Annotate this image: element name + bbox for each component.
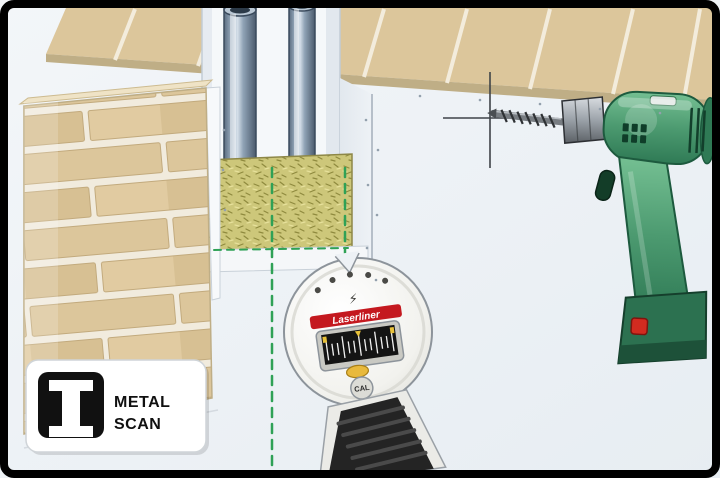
- stipple-shading: [221, 94, 662, 282]
- i-beam-icon: [38, 372, 104, 438]
- drill: [487, 90, 718, 365]
- scan-detection-lines: [213, 166, 349, 472]
- drill-chuck: [561, 96, 606, 144]
- brand-band: [309, 304, 402, 330]
- drill-top-switch: [649, 95, 677, 107]
- brick-top-face: [18, 79, 214, 105]
- drill-side-grille: [621, 123, 647, 144]
- drill-trigger: [594, 169, 616, 202]
- battery-release-button: [630, 317, 649, 336]
- insulation-block: [205, 153, 353, 257]
- brick-face: [23, 87, 213, 435]
- sensor-marker-holes: [314, 271, 389, 294]
- stud-finder-device: ⚡ Laserliner CAL: [283, 251, 447, 478]
- lintel-joints: [113, 8, 702, 100]
- device-display: [315, 320, 405, 372]
- grip-ridges: [336, 405, 428, 472]
- badge-line2: SCAN: [114, 416, 161, 433]
- metal-scan-badge: METAL SCAN: [25, 359, 209, 455]
- alignment-notch: [334, 251, 359, 273]
- drill-bit: [487, 108, 567, 129]
- drill-battery: [617, 290, 708, 365]
- cal-button-label: CAL: [354, 383, 371, 394]
- niche-right-shadow: [326, 8, 340, 170]
- niche-left-jamb: [205, 86, 221, 301]
- drill-rear-vents: [688, 107, 706, 154]
- scan-line-bottom: [213, 247, 349, 251]
- pipe-left: [223, 3, 257, 179]
- badge-line1: METAL: [114, 394, 170, 411]
- display-center-marker: [354, 330, 361, 337]
- flash-icon: ⚡: [348, 292, 359, 308]
- device-handle: [318, 388, 447, 478]
- niche-back-wall: [202, 8, 340, 170]
- metal-pipes: [223, 0, 316, 191]
